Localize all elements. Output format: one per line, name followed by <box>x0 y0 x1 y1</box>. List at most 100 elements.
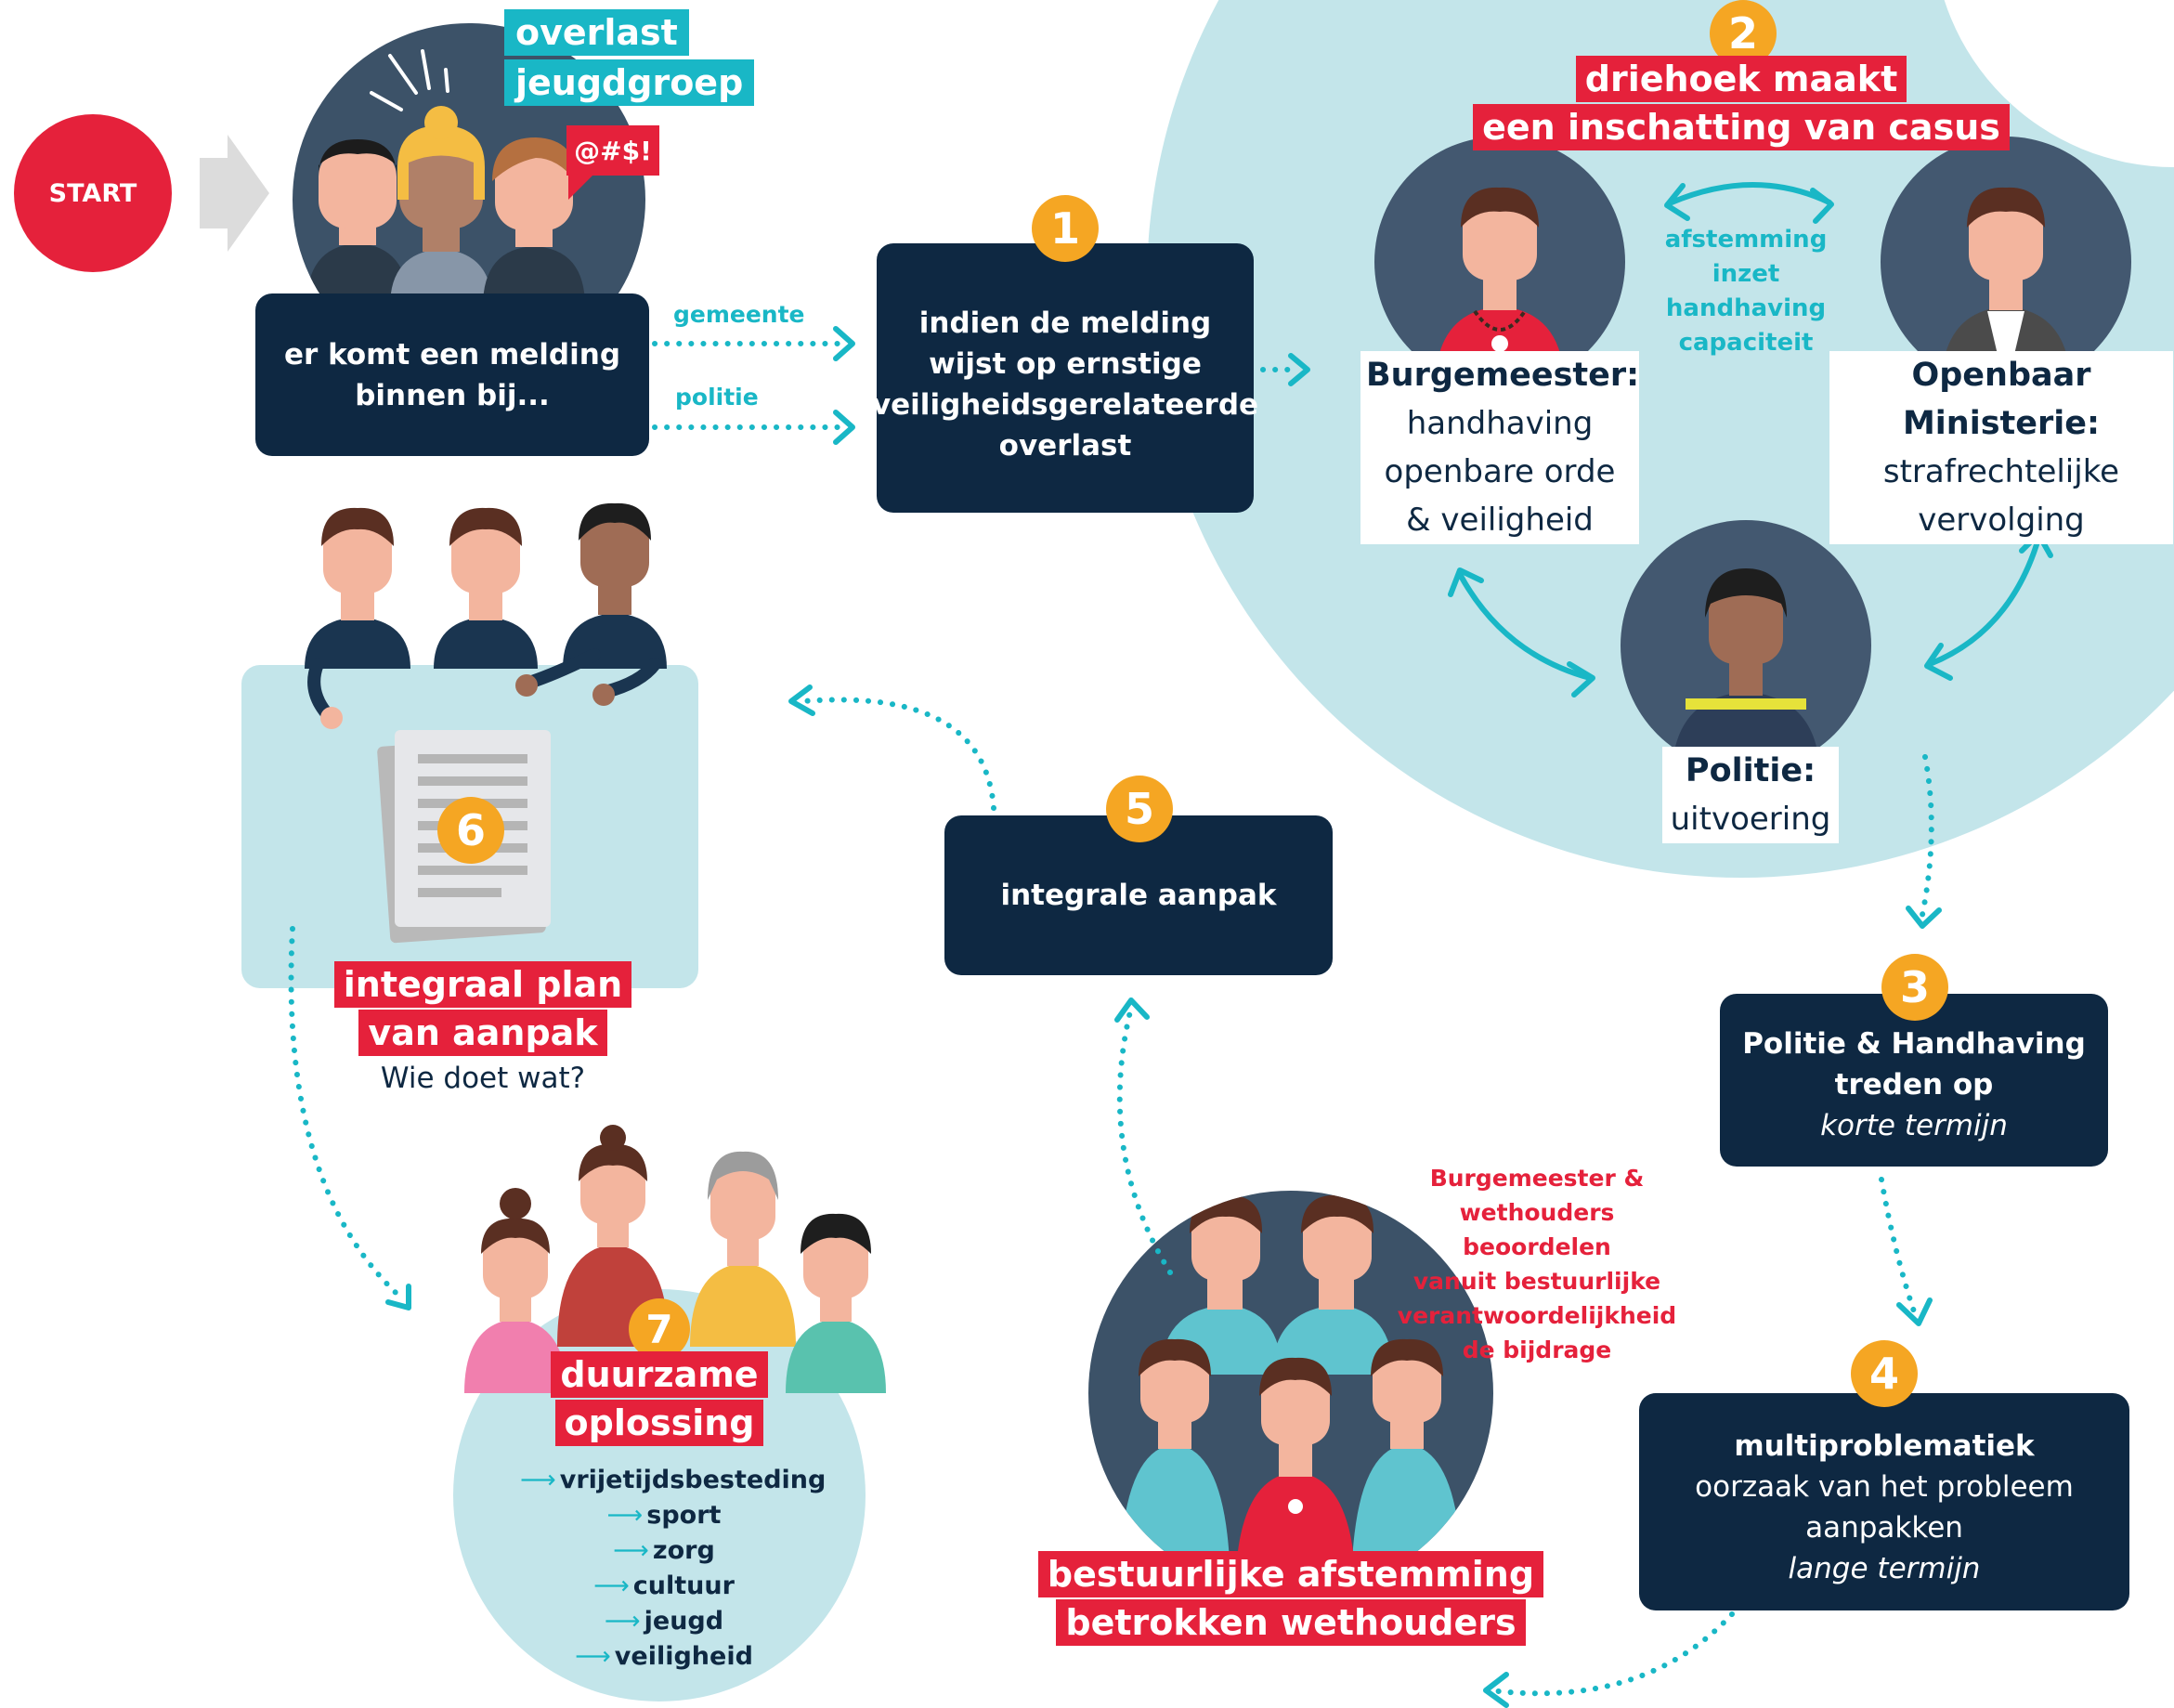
step4-badge: 4 <box>1851 1340 1918 1407</box>
step4-title: multiproblematiek <box>1734 1429 2035 1463</box>
step7-tags: duurzame oplossing <box>520 1351 799 1448</box>
step1-line-4: overlast <box>998 429 1132 463</box>
governance-note-line-4: verantwoordelijkheid <box>1397 1302 1677 1329</box>
governance-note-line-2: wethouders beoordelen <box>1459 1199 1615 1260</box>
triangle-area-cutout <box>1944 0 2174 167</box>
coordination-note: afstemming inzet handhaving capaciteit <box>1644 223 1848 360</box>
arrow-right-icon: ⟶ <box>520 1466 556 1494</box>
solution-item-4-label: cultuur <box>632 1571 735 1600</box>
governance-note: Burgemeester & wethouders beoordelen van… <box>1384 1161 1690 1367</box>
channel-gemeente-label: gemeente <box>673 301 805 328</box>
solution-list: ⟶vrijetijdsbesteding ⟶sport ⟶zorg ⟶cultu… <box>520 1463 826 1675</box>
governance-tag-2: betrokken wethouders <box>1056 1599 1526 1646</box>
step5-badge: 5 <box>1106 776 1173 842</box>
step2-tag-1: driehoek maakt <box>1575 56 1907 102</box>
step6-tag-1: integraal plan <box>333 961 632 1008</box>
shout-lines <box>370 49 449 111</box>
speech-bubble: @#$! <box>566 125 659 176</box>
prosecutor-line-1: strafrechtelijke <box>1882 453 2120 490</box>
step3-box: Politie & Handhaving treden op korte ter… <box>1720 994 2108 1167</box>
step4-box: multiproblematiek oorzaak van het proble… <box>1639 1393 2129 1610</box>
step3-note: korte termijn <box>1820 1109 2008 1142</box>
coordination-line-3: handhaving <box>1665 294 1827 322</box>
coordination-line-4: capaciteit <box>1678 329 1814 357</box>
arrow-right-icon: ⟶ <box>593 1571 630 1600</box>
step5-label: integrale aanpak <box>1000 879 1277 912</box>
incident-tag-1: overlast <box>504 9 689 56</box>
channel-politie-label: politie <box>675 384 759 411</box>
police-role: Politie: uitvoering <box>1662 747 1839 843</box>
governance-note-line-1: Burgemeester & <box>1429 1165 1645 1192</box>
step4-line-1: oorzaak van het probleem <box>1695 1470 2074 1504</box>
mayor-line-3: & veiligheid <box>1406 502 1594 539</box>
step4-note: lange termijn <box>1788 1552 1981 1585</box>
mayor-line-2: openbare orde <box>1384 453 1616 490</box>
solution-item-5: ⟶jeugd <box>520 1604 808 1639</box>
coordination-line-1: afstemming <box>1664 226 1828 254</box>
community-illustration <box>464 1125 886 1393</box>
step3-badge: 3 <box>1881 954 1948 1021</box>
solution-item-6-label: veiligheid <box>614 1642 753 1671</box>
report-line-2: binnen bij... <box>355 378 550 412</box>
step1-box: indien de melding wijst op ernstige veil… <box>872 243 1258 513</box>
step3-line-1: Politie & Handhaving <box>1742 1027 2086 1061</box>
governance-tag-1: bestuurlijke afstemming <box>1037 1551 1544 1597</box>
governance-note-line-5: de bijdrage <box>1462 1336 1612 1363</box>
report-box: er komt een melding binnen bij... <box>255 293 649 456</box>
step6-subtitle: Wie doet wat? <box>380 1062 586 1095</box>
report-line-1: er komt een melding <box>283 337 621 372</box>
solution-item-4: ⟶cultuur <box>520 1569 808 1604</box>
arrow-governance-to-step5 <box>1116 1005 1173 1275</box>
step7-tag-1: duurzame <box>551 1351 768 1398</box>
step6-tag-2: van aanpak <box>358 1010 607 1056</box>
solution-item-1-label: vrijetijdsbesteding <box>559 1466 827 1494</box>
arrow-right-icon: ⟶ <box>575 1642 611 1671</box>
incident-tag-2: jeugdgroep <box>504 59 755 106</box>
step6-badge: 6 <box>437 797 504 864</box>
step7-badge: 7 <box>629 1298 690 1360</box>
speech-text: @#$! <box>574 135 652 166</box>
start-arrow <box>200 135 269 252</box>
arrow-right-icon: ⟶ <box>613 1536 649 1565</box>
prosecutor-role: Openbaar Ministerie: strafrechtelijke ve… <box>1829 351 2173 544</box>
coordination-line-2: inzet <box>1712 260 1780 288</box>
governance-note-line-3: vanuit bestuurlijke <box>1412 1268 1661 1295</box>
solution-item-2-label: sport <box>646 1501 722 1530</box>
solution-item-6: ⟶veiligheid <box>520 1639 808 1675</box>
solution-item-5-label: jeugd <box>644 1607 724 1636</box>
step3-line-2: treden op <box>1834 1068 1994 1102</box>
step7-tag-2: oplossing <box>554 1400 764 1446</box>
solution-item-2: ⟶sport <box>520 1498 808 1533</box>
step1-line-2: wijst op ernstige <box>929 347 1202 381</box>
arrow-right-icon: ⟶ <box>604 1607 641 1636</box>
start-marker: START <box>14 114 172 272</box>
step4-line-2: aanpakken <box>1805 1511 1963 1545</box>
mayor-role: Burgemeester: handhaving openbare orde &… <box>1360 351 1639 544</box>
governance-tags: bestuurlijke afstemming betrokken wethou… <box>1022 1551 1560 1648</box>
arrow-mayor-police <box>1458 573 1593 681</box>
police-title: Politie: <box>1685 752 1816 789</box>
mayor-line-1: handhaving <box>1406 405 1594 442</box>
step1-badge: 1 <box>1032 195 1099 262</box>
start-label: START <box>48 178 137 208</box>
incident-tags: overlast jeugdgroep <box>504 9 755 110</box>
arrow-right-icon: ⟶ <box>606 1501 644 1530</box>
arrow-step5-to-step6 <box>801 697 996 811</box>
police-line-1: uitvoering <box>1670 801 1831 838</box>
youth-group-illustration <box>306 106 585 306</box>
mayor-title: Burgemeester: <box>1366 357 1640 394</box>
step2-tag-2: een inschatting van casus <box>1473 104 2010 150</box>
prosecutor-title: Openbaar Ministerie: <box>1902 357 2101 442</box>
step1-line-1: indien de melding <box>918 306 1212 340</box>
solution-item-3-label: zorg <box>652 1536 715 1565</box>
solution-item-3: ⟶zorg <box>520 1533 808 1569</box>
arrow-triangle-to-step3 <box>1920 754 1934 918</box>
step1-line-3: veiligheidsgerelateerde <box>871 388 1259 422</box>
step6-tags: integraal plan van aanpak Wie doet wat? <box>306 961 659 1099</box>
arrow-prosecutor-police <box>1927 536 2041 667</box>
prosecutor-line-2: vervolging <box>1918 502 2085 539</box>
step2-tags: driehoek maakt een inschatting van casus <box>1467 56 2015 152</box>
solution-item-1: ⟶vrijetijdsbesteding <box>520 1463 826 1498</box>
arrow-mayor-prosecutor <box>1669 182 1832 205</box>
